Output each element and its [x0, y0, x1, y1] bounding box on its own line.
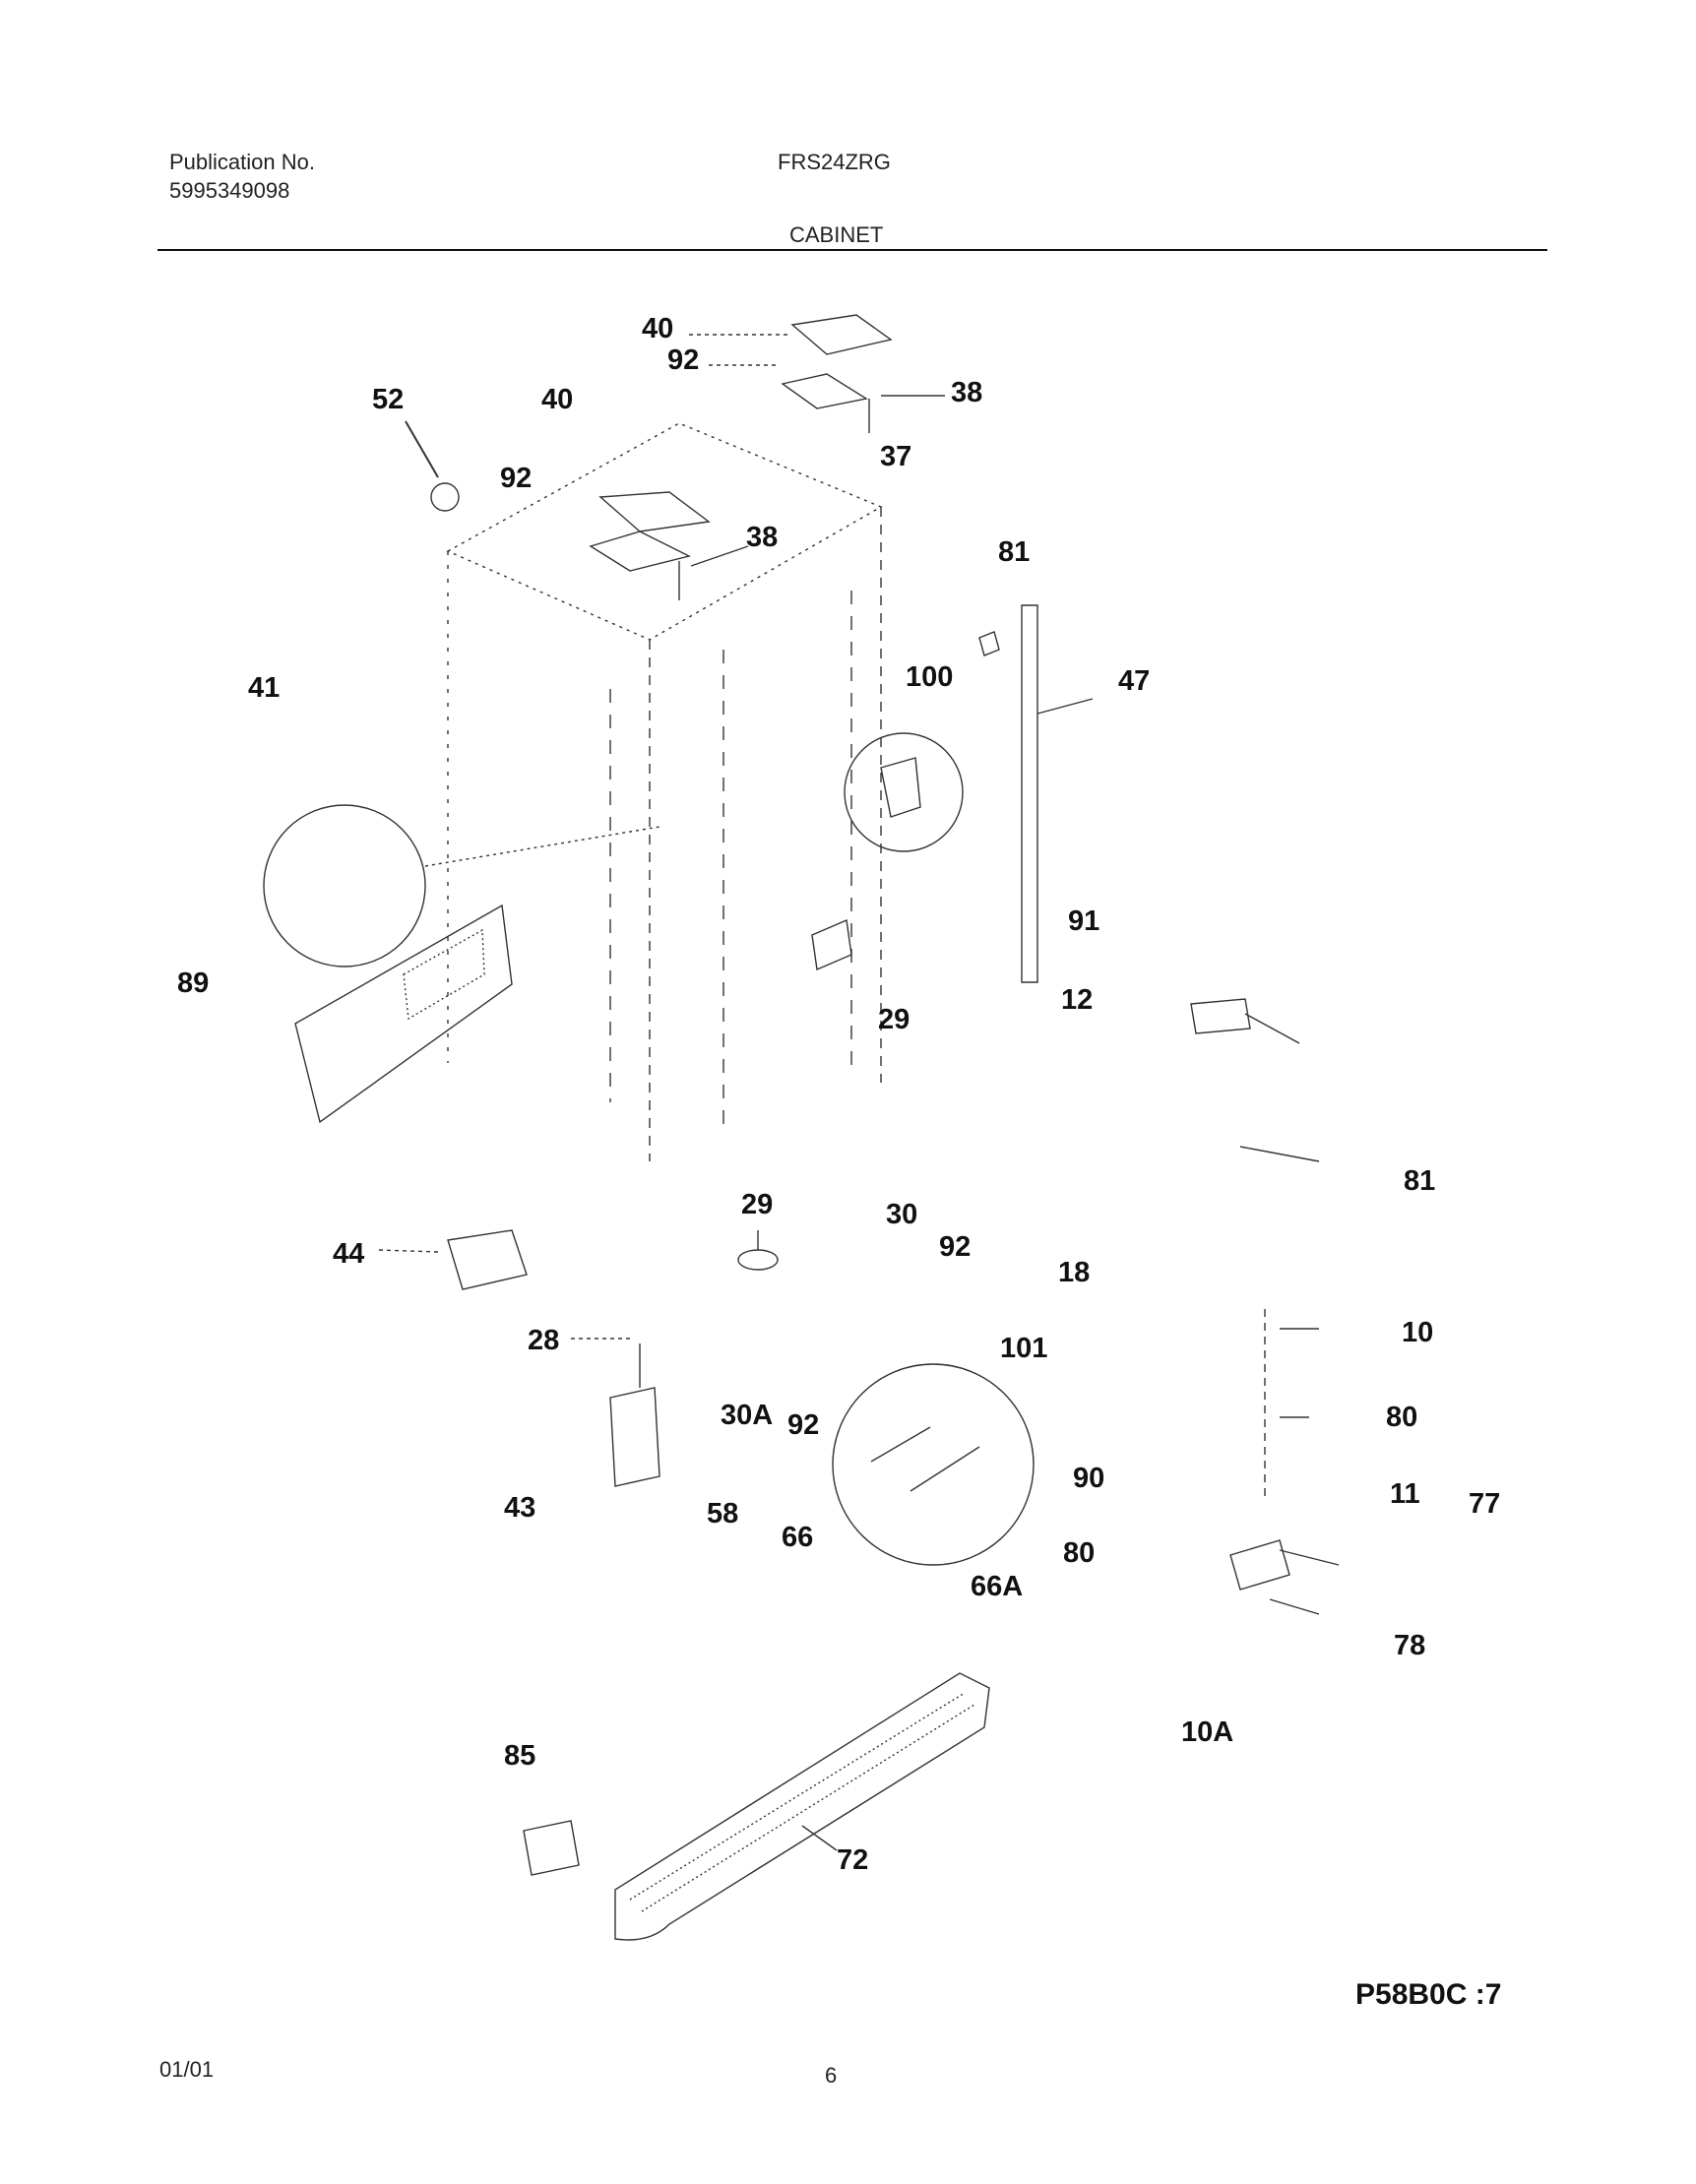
part-callout: 85: [504, 1740, 536, 1772]
part-callout: 52: [372, 384, 405, 415]
part-callout: 40: [541, 384, 574, 415]
part-callout: 72: [837, 1844, 869, 1876]
part-callout: 10A: [1181, 1716, 1234, 1748]
section-title: CABINET: [789, 222, 884, 247]
part-callout: 44: [333, 1238, 365, 1270]
part-callout: 37: [880, 441, 912, 472]
drawing-code: P58B0C :7: [1355, 1978, 1502, 2011]
part-callout: 90: [1073, 1463, 1105, 1494]
publication-label: Publication No.: [169, 150, 315, 174]
part-callout: 81: [998, 536, 1031, 568]
model-number: FRS24ZRG: [778, 150, 891, 174]
part-callout: 29: [741, 1189, 774, 1220]
part-callout: 80: [1386, 1402, 1418, 1433]
part-callout: 29: [878, 1004, 911, 1035]
publication-number: 5995349098: [169, 178, 290, 203]
header-rule: [157, 249, 1547, 251]
part-callout: 92: [667, 344, 700, 376]
part-callout: 92: [500, 463, 533, 494]
part-callout: 91: [1068, 905, 1100, 937]
part-callout: 11: [1390, 1478, 1420, 1510]
part-callout: 12: [1061, 984, 1094, 1016]
part-callout: 43: [504, 1492, 536, 1524]
part-callout: 100: [906, 661, 954, 693]
part-callout: 38: [746, 522, 779, 553]
part-callout: 66: [782, 1522, 814, 1553]
part-callout: 78: [1394, 1630, 1426, 1661]
part-callout: 92: [939, 1231, 972, 1263]
part-callout: 80: [1063, 1537, 1096, 1569]
part-callout: 10: [1402, 1317, 1434, 1348]
part-callout: 47: [1118, 665, 1151, 697]
revision-date: 01/01: [159, 2057, 215, 2082]
part-callout: 66A: [971, 1571, 1024, 1602]
part-callout: 30A: [721, 1400, 774, 1431]
part-callout: 30: [886, 1199, 918, 1230]
part-callout: 92: [787, 1409, 820, 1441]
part-callout: 101: [1000, 1333, 1048, 1364]
part-callout: 41: [248, 672, 281, 704]
part-callout: 38: [951, 377, 983, 408]
part-callout: 77: [1469, 1488, 1501, 1520]
part-callout: 89: [177, 967, 210, 999]
part-callout: 81: [1404, 1165, 1436, 1197]
page-number: 6: [825, 2063, 838, 2088]
part-callout: 18: [1058, 1257, 1091, 1288]
part-callout: 40: [642, 313, 674, 344]
part-callout: 58: [707, 1498, 739, 1529]
part-callout: 28: [528, 1325, 560, 1356]
